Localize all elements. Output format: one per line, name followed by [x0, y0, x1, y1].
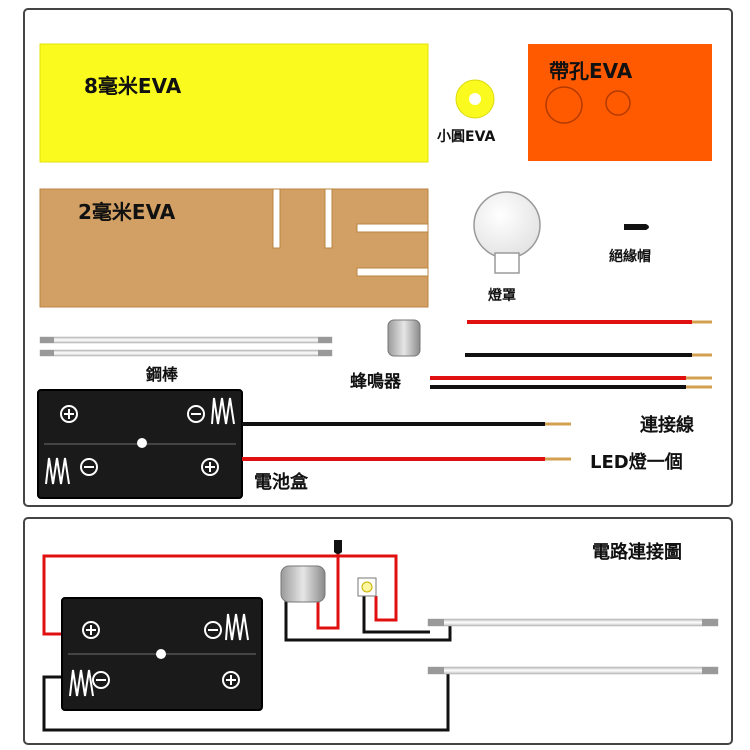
eva-8mm-label: 8毫米EVA	[84, 74, 182, 98]
eva-holes-label: 帶孔EVA	[549, 59, 633, 83]
circuit-steel-rods	[427, 618, 719, 675]
buzzer-label: 蜂鳴器	[350, 371, 402, 392]
circuit-buzzer	[280, 565, 326, 603]
lamp-shade-label: 燈罩	[488, 287, 516, 304]
insulation-cap-icon	[334, 540, 342, 554]
small-circle-eva: 小圓EVA	[437, 79, 495, 145]
battery-terminal-icons	[60, 405, 219, 476]
battery-spring-icons	[45, 397, 235, 485]
wires-label: 連接線	[640, 414, 694, 436]
led-label: LED燈一個	[590, 451, 683, 473]
eva-8mm-sheet: 8毫米EVA	[39, 43, 429, 163]
insulation-cap: 絕緣帽	[609, 224, 651, 265]
circuit-title: 電路連接圖	[592, 541, 682, 563]
lamp-shade: 燈罩	[473, 191, 541, 304]
battery-box-label: 電池盒	[254, 471, 309, 493]
battery-box: 電池盒	[37, 389, 571, 499]
circuit-wires	[42, 548, 452, 732]
eva-holes-sheet: 帶孔EVA	[528, 44, 712, 161]
eva-2mm-sheet: 2毫米EVA	[39, 188, 429, 308]
insulation-cap-label: 絕緣帽	[609, 248, 651, 265]
steel-rods: 鋼棒	[39, 336, 333, 384]
connecting-wires: 連接線	[430, 320, 712, 436]
steel-rod-label: 鋼棒	[145, 365, 179, 384]
small-circle-label: 小圓EVA	[437, 128, 495, 145]
circuit-led	[357, 577, 377, 597]
buzzer: 蜂鳴器	[350, 319, 421, 392]
large-hole-icon	[545, 86, 583, 124]
circuit-battery-box	[61, 597, 263, 711]
eva-2mm-label: 2毫米EVA	[78, 200, 176, 224]
small-hole-icon	[605, 90, 631, 116]
